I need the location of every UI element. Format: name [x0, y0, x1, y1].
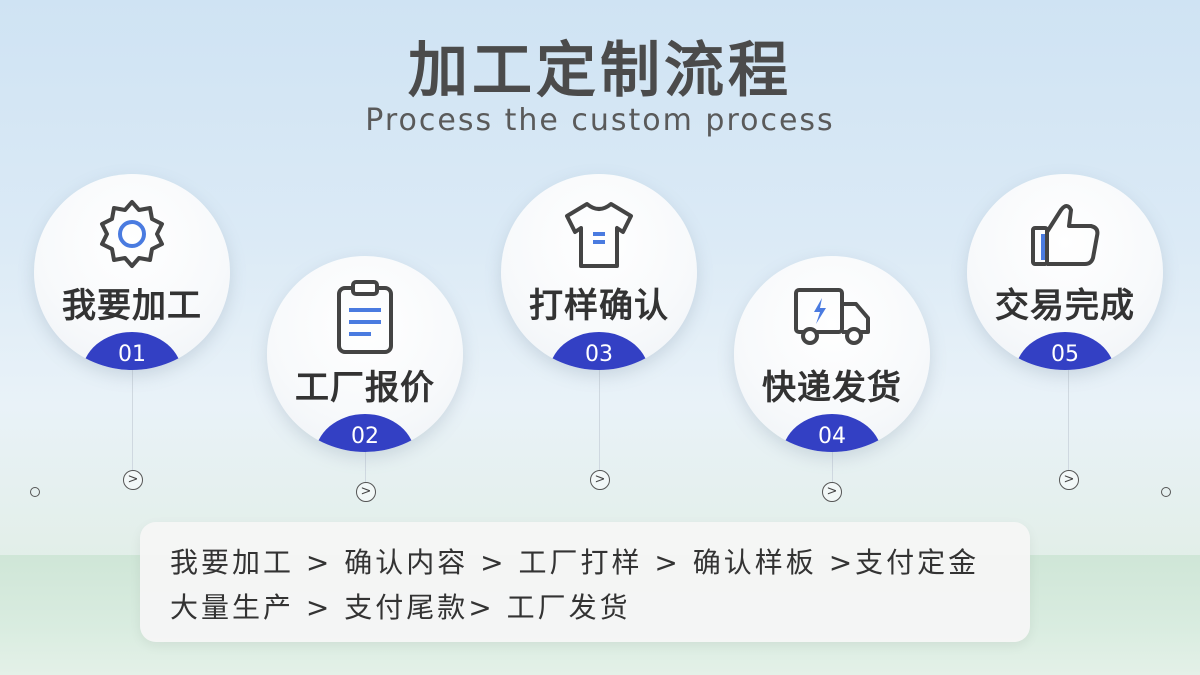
connector-stem: [132, 370, 133, 470]
arrow-right-icon: >: [822, 482, 842, 502]
step-number-badge: 04: [782, 414, 882, 452]
summary-line-2: 大量生产 > 支付尾款> 工厂发货: [170, 591, 631, 624]
step-label: 打样确认: [529, 286, 669, 326]
step-card-2: 工厂报价 02: [267, 256, 463, 452]
timeline-dot: [30, 487, 40, 497]
step-card-1: 我要加工 01: [34, 174, 230, 370]
step-number-badge: 01: [82, 332, 182, 370]
timeline-dot: [1161, 487, 1171, 497]
arrow-right-icon: >: [356, 482, 376, 502]
clipboard-icon: [325, 276, 405, 356]
arrow-right-icon: >: [590, 470, 610, 490]
step-label: 工厂报价: [295, 368, 435, 408]
page-title: 加工定制流程: [408, 36, 792, 106]
gear-icon: [92, 194, 172, 274]
connector-stem: [1068, 370, 1069, 470]
tshirt-icon: [559, 194, 639, 274]
connector-stem: [832, 452, 833, 482]
step-card-3: 打样确认 03: [501, 174, 697, 370]
step-label: 我要加工: [62, 286, 202, 326]
thumbs-up-icon: [1025, 194, 1105, 274]
arrow-right-icon: >: [1059, 470, 1079, 490]
connector-stem: [365, 452, 366, 482]
step-card-5: 交易完成 05: [967, 174, 1163, 370]
process-summary-panel: 我要加工 > 确认内容 > 工厂打样 > 确认样板 >支付定金 大量生产 > 支…: [140, 522, 1030, 642]
step-label: 快递发货: [762, 368, 902, 408]
summary-line-1: 我要加工 > 确认内容 > 工厂打样 > 确认样板 >支付定金: [170, 546, 980, 579]
step-card-4: 快递发货 04: [734, 256, 930, 452]
page-subtitle: Process the custom process: [365, 103, 835, 138]
step-number-badge: 05: [1015, 332, 1115, 370]
step-label: 交易完成: [995, 286, 1135, 326]
step-number-badge: 02: [315, 414, 415, 452]
delivery-truck-icon: [792, 276, 872, 356]
step-number-badge: 03: [549, 332, 649, 370]
arrow-right-icon: >: [123, 470, 143, 490]
connector-stem: [599, 370, 600, 470]
